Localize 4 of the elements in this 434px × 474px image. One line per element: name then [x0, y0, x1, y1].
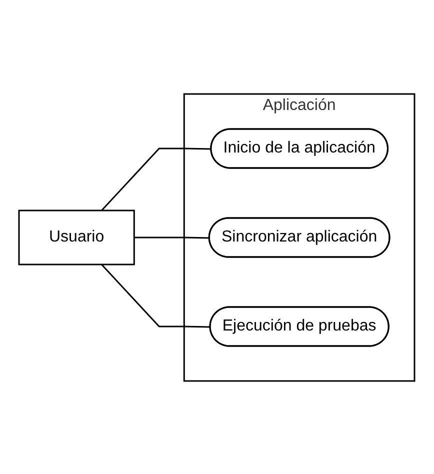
- connector: [101, 147, 212, 210]
- connector: [134, 236, 210, 238]
- connector: [101, 263, 211, 328]
- node-box: Usuario: [18, 209, 136, 265]
